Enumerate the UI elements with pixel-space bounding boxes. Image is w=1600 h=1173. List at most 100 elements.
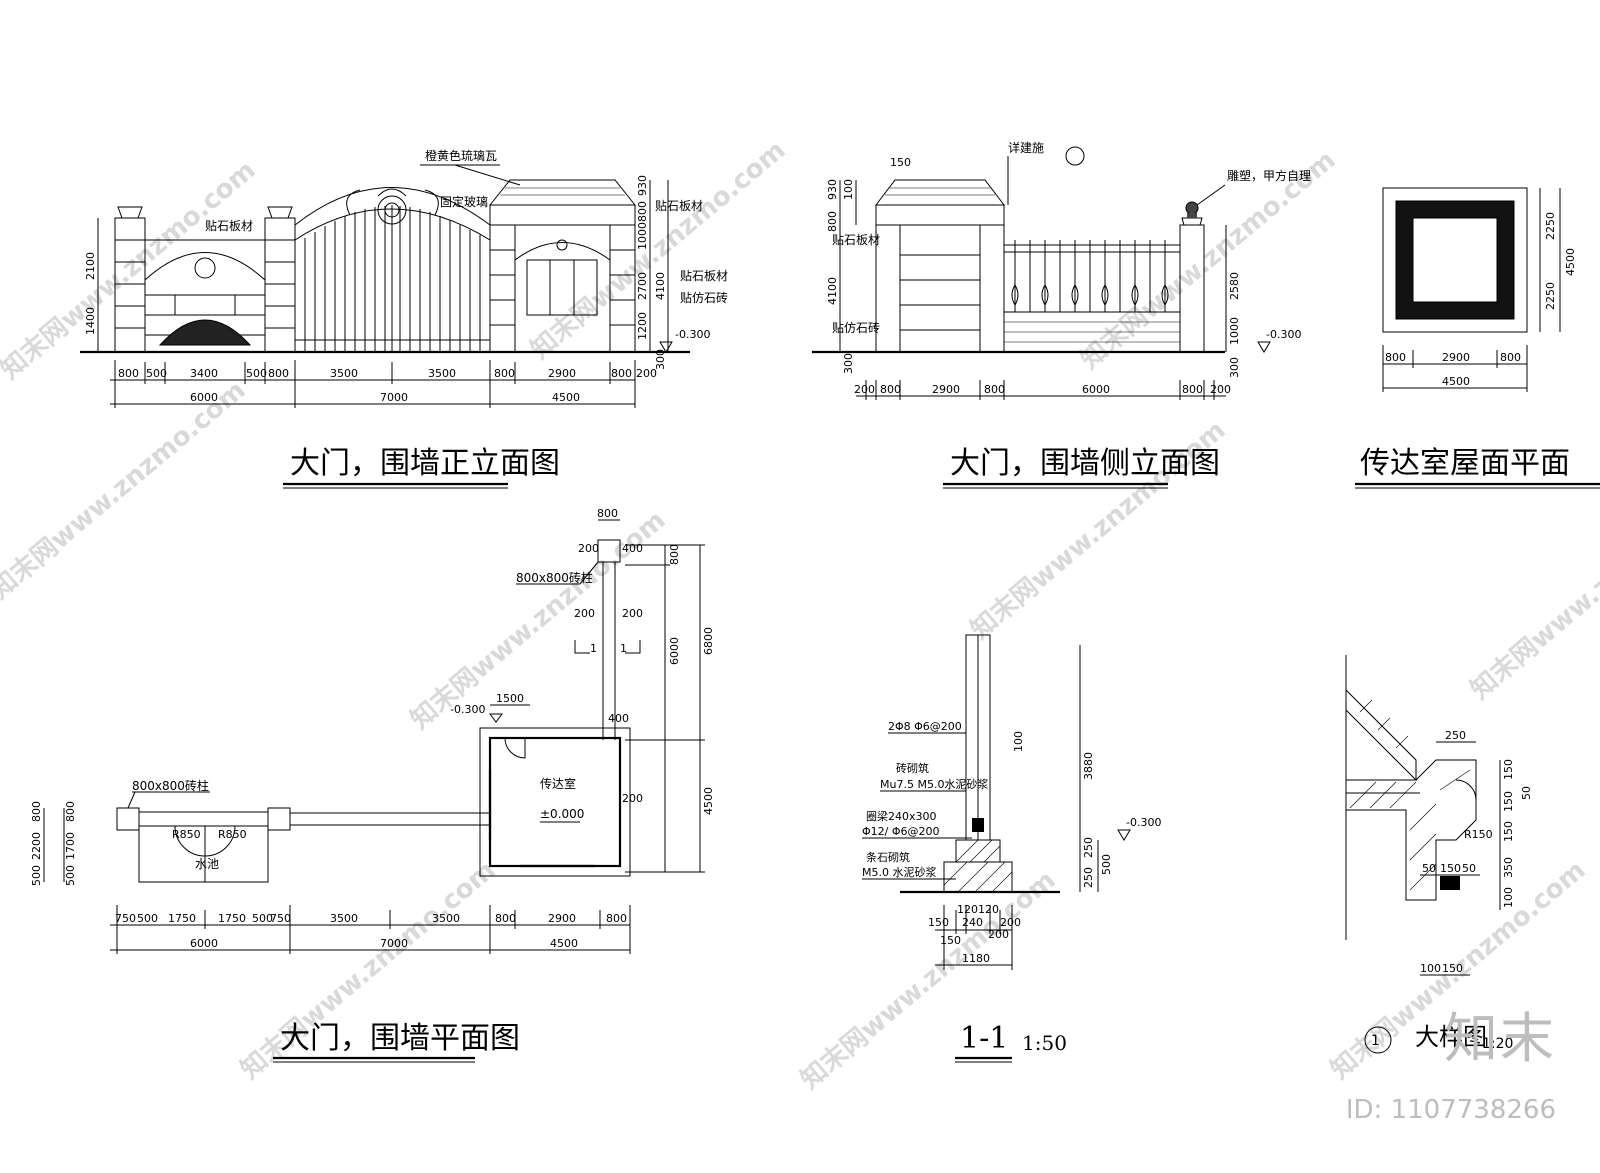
front-vdim: 300 <box>654 349 667 370</box>
plan-dim: 800 <box>495 912 516 925</box>
plan-top-dim: 200 <box>622 607 643 620</box>
front-vdim: 1400 <box>84 307 97 335</box>
side-vdim: 1000 <box>1228 317 1241 345</box>
section-hdim: 120 <box>957 903 978 916</box>
detail-1: 250 150 50 150 150 350 100 50 150 50 100… <box>1345 655 1533 976</box>
plan-top-dim: 800 <box>597 507 618 520</box>
plan-dim-total: 6000 <box>190 937 218 950</box>
plan-vdim: 800 <box>30 801 43 822</box>
plan-radius: R850 <box>218 828 247 841</box>
front-dim: 800 <box>611 367 632 380</box>
section-hdim: 150 <box>928 916 949 929</box>
plan-gatehouse: 传达室 <box>540 776 576 791</box>
plan-dim-total: 7000 <box>380 937 408 950</box>
detail-radius: R150 <box>1464 828 1493 841</box>
watermark: 知末网www.znzmo.com <box>0 155 261 385</box>
front-note-glass: 固定玻璃 <box>440 194 488 209</box>
title-section-scale: 1:50 <box>1022 1031 1067 1055</box>
plan-dim-total: 4500 <box>550 937 578 950</box>
plan-dim: 2900 <box>548 912 576 925</box>
front-note-brick: 贴仿石砖 <box>680 290 728 305</box>
section-vdim: 250 <box>1082 867 1095 888</box>
plan-vdim: 1700 <box>64 832 77 860</box>
plan-vdim: 200 <box>622 792 643 805</box>
roof-vdim: 2250 <box>1544 282 1557 310</box>
watermark: 知末网www.znzmo.com <box>795 865 1061 1095</box>
side-dim: 800 <box>984 383 1005 396</box>
roof-vdim: 2250 <box>1544 212 1557 240</box>
front-dim: 200 <box>636 367 657 380</box>
plan-dim: 3500 <box>432 912 460 925</box>
plan-vdim: 500 <box>64 865 77 886</box>
roof-dim: 2900 <box>1442 351 1470 364</box>
watermark: 知末网www.znzmo.com <box>525 135 791 365</box>
site-plan: 水池 R850 R850 800x800砖柱 800x800砖柱 1 1 传达室… <box>30 507 715 954</box>
title-front-elevation: 大门，围墙正立面图 <box>290 446 560 481</box>
front-dim-total: 4500 <box>552 391 580 404</box>
plan-section-mark: 1 <box>620 642 627 655</box>
detail-dim: 150 <box>1502 759 1515 780</box>
front-note-stone-1: 贴石板材 <box>205 219 253 233</box>
title-side-elevation: 大门，围墙侧立面图 <box>950 446 1220 481</box>
plan-dim: 800 <box>606 912 627 925</box>
detail-number-circle <box>1364 1026 1392 1054</box>
plan-note-column-2: 800x800砖柱 <box>516 570 593 585</box>
roof-dim: 800 <box>1385 351 1406 364</box>
title-detail-number: 1 <box>1371 1033 1380 1049</box>
front-note-stone-2: 贴石板材 <box>655 199 703 213</box>
side-vdim: 930 <box>826 179 839 200</box>
plan-vdim: 800 <box>64 801 77 822</box>
plan-top-dim: 1500 <box>496 692 524 705</box>
front-dim-total: 6000 <box>190 391 218 404</box>
front-vdim: 4100 <box>654 272 667 300</box>
detail-dim: 150 <box>1502 791 1515 812</box>
section-level: -0.300 <box>1126 816 1161 829</box>
side-elevation: -0.300 详建施 雕塑，甲方自理 贴石板材 贴仿石砖 150 930 800… <box>812 140 1311 400</box>
section-hdim: 200 <box>988 928 1009 941</box>
section-hdim: 200 <box>1000 916 1021 929</box>
watermark: 知末网www.znzmo.com <box>405 505 671 735</box>
front-vdim: 1200 <box>636 312 649 340</box>
detail-dim: 50 <box>1422 862 1436 875</box>
detail-dim: 50 <box>1462 862 1476 875</box>
roof-plan: 2250 2250 4500 800 2900 800 4500 <box>1382 187 1577 392</box>
side-level: -0.300 <box>1266 328 1301 341</box>
front-vdim: 1000 <box>636 222 649 250</box>
title-site-plan: 大门，围墙平面图 <box>280 1021 520 1056</box>
plan-vdim: 2200 <box>30 832 43 860</box>
side-note-detail-ref: 详建施 <box>1008 140 1044 155</box>
front-note-stone-3: 贴石板材 <box>680 269 728 283</box>
image-id: ID: 1107738266 <box>1345 1095 1556 1125</box>
title-detail-scale: 1:20 <box>1482 1036 1513 1052</box>
detail-dim: 100 <box>1502 887 1515 908</box>
watermark: 知末网www.znzmo.com <box>1465 475 1600 705</box>
title-roof-plan: 传达室屋面平面 <box>1360 446 1570 481</box>
plan-note-column-1: 800x800砖柱 <box>132 778 209 793</box>
detail-dim: 250 <box>1445 729 1466 742</box>
side-vdim: 100 <box>842 179 855 200</box>
section-vdim: 250 <box>1082 837 1095 858</box>
plan-vdim: 500 <box>30 865 43 886</box>
plan-vdim: 6800 <box>702 627 715 655</box>
front-dim: 500 <box>146 367 167 380</box>
section-vdim: 3880 <box>1082 752 1095 780</box>
plan-radius: R850 <box>172 828 201 841</box>
title-section: 1-1 <box>960 1021 1008 1056</box>
side-vdim: 2580 <box>1228 272 1241 300</box>
front-vdim: 2100 <box>84 252 97 280</box>
plan-top-dim: 200 <box>574 607 595 620</box>
front-level: -0.300 <box>675 328 710 341</box>
plan-top-dim: 400 <box>608 712 629 725</box>
plan-dim: 750 <box>115 912 136 925</box>
side-dim: 200 <box>854 383 875 396</box>
section-note: 2Φ8 Φ6@200 <box>888 720 962 733</box>
section-1-1: 3880 250 250 500 100 -0.300 2Φ8 Φ6@200 砖… <box>862 634 1161 970</box>
detail-dim: 150 <box>1440 862 1461 875</box>
plan-vdim: 4500 <box>702 787 715 815</box>
front-dim: 3400 <box>190 367 218 380</box>
section-note: Mu7.5 M5.0水泥砂浆 <box>880 777 988 791</box>
detail-dim: 350 <box>1502 857 1515 878</box>
front-dim: 800 <box>268 367 289 380</box>
roof-vdim: 4500 <box>1564 248 1577 276</box>
